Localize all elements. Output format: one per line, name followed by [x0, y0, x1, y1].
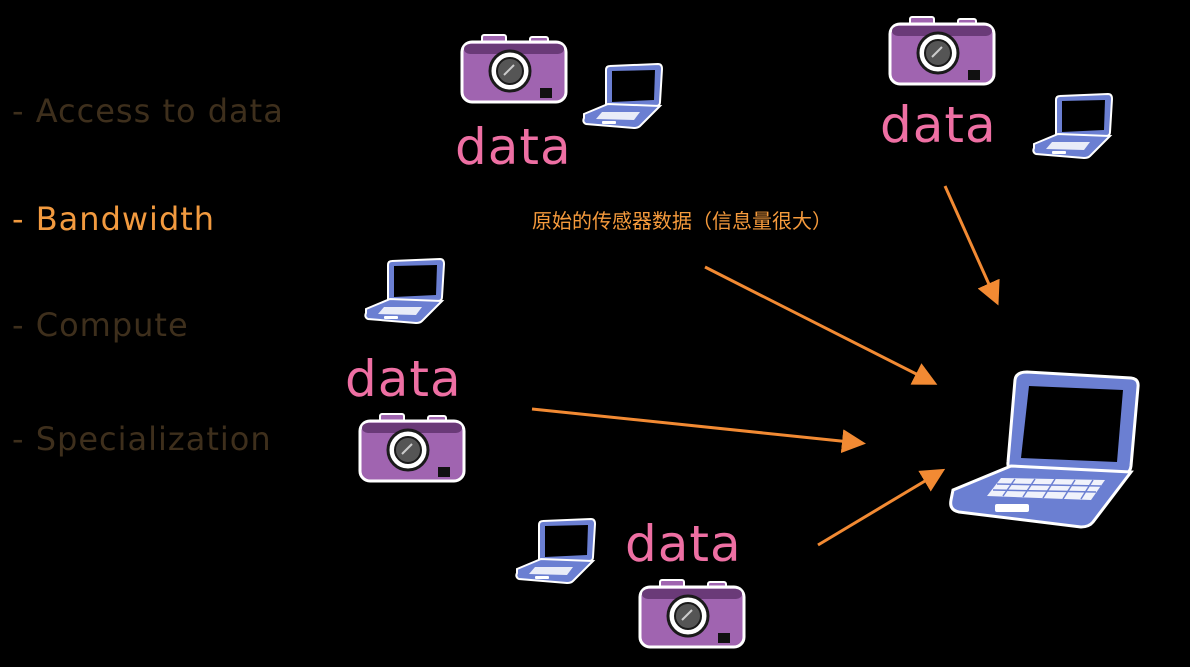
arrow-middle-left: [531, 407, 866, 454]
menu-item-access-to-data: - Access to data: [12, 92, 284, 130]
data-label-bottom: data: [625, 515, 742, 573]
laptop-icon: [1032, 92, 1114, 160]
data-label-middle-left: data: [345, 350, 462, 408]
menu-item-specialization: - Specialization: [12, 420, 272, 458]
camera-icon: [358, 413, 466, 483]
laptop-icon: [582, 62, 664, 130]
data-label-top-left: data: [455, 118, 572, 176]
camera-icon: [888, 16, 996, 86]
camera-icon: [638, 579, 746, 649]
arrow-annotation: [704, 265, 938, 385]
arrow-bottom: [817, 468, 946, 547]
camera-icon: [460, 34, 568, 104]
laptop-icon: [515, 517, 597, 585]
laptop-icon: [364, 257, 446, 325]
annotation-raw-sensor-data: 原始的传感器数据（信息量很大）: [532, 209, 832, 233]
data-label-top-right: data: [880, 96, 997, 154]
menu-item-bandwidth: - Bandwidth: [12, 200, 216, 238]
arrow-top-right: [943, 185, 1000, 306]
menu-item-compute: - Compute: [12, 306, 189, 344]
central-laptop-icon: [949, 370, 1140, 529]
